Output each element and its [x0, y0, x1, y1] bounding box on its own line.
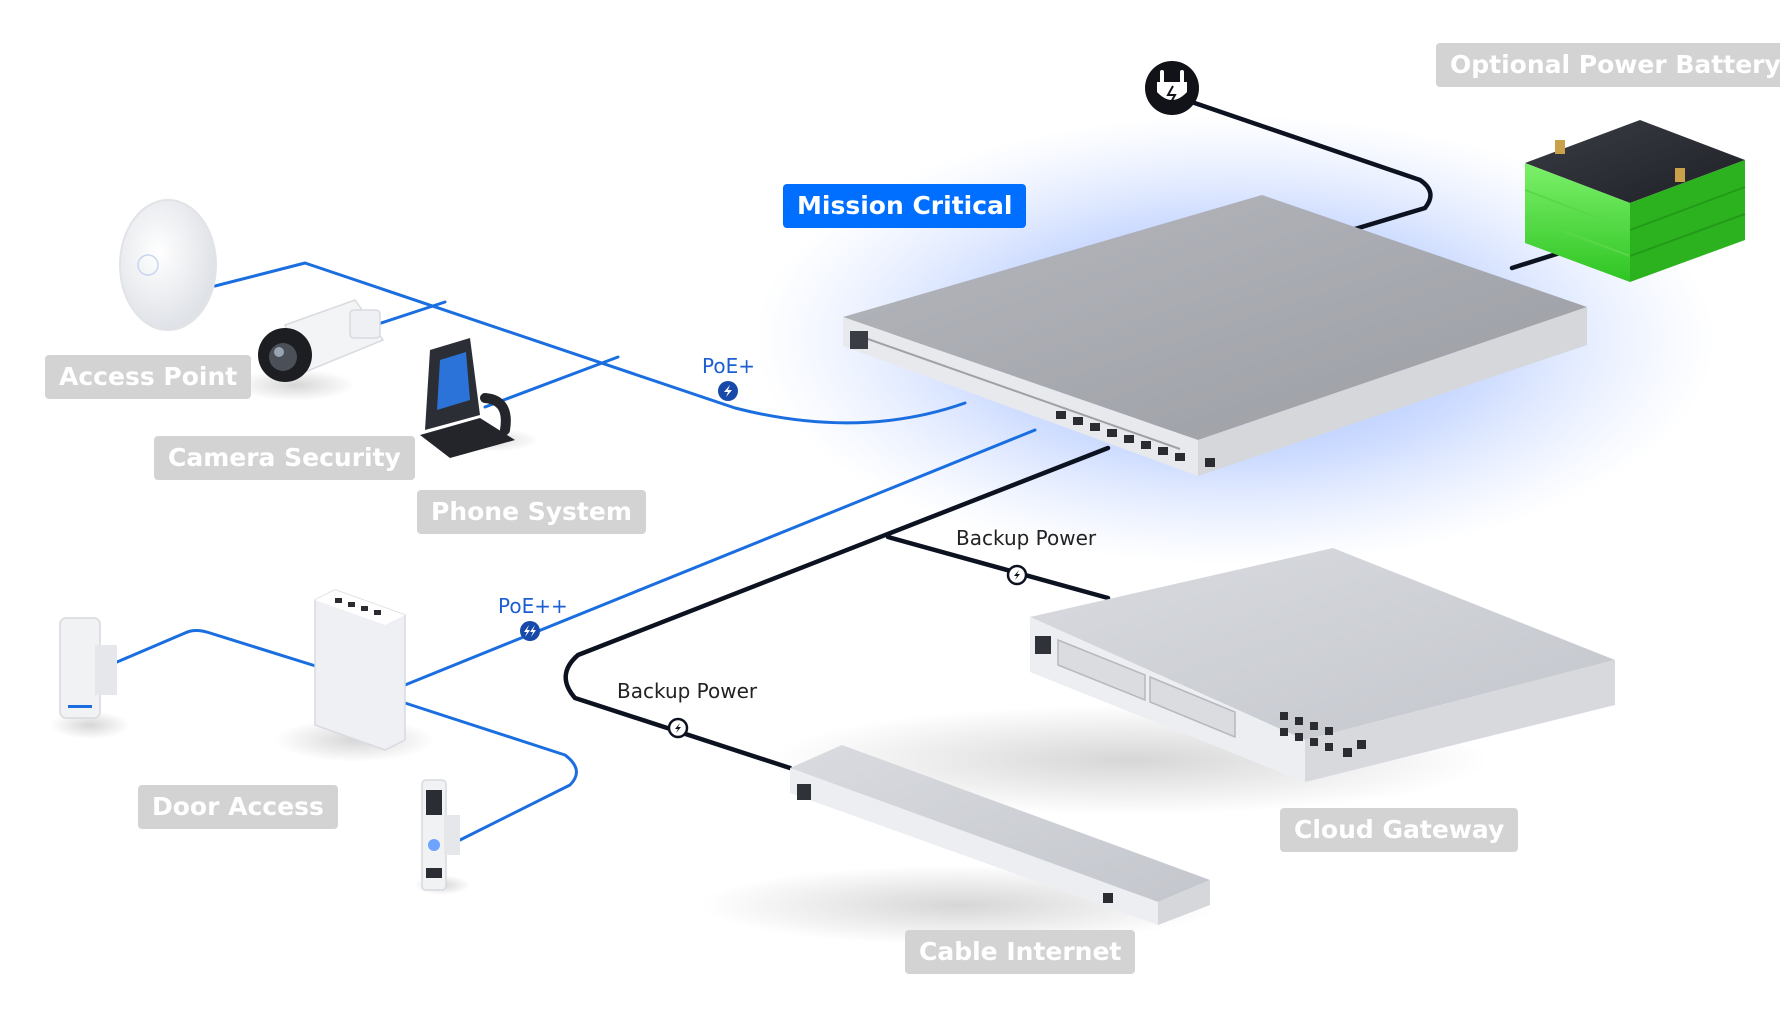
- backup-power-cable-gateway: [885, 534, 1111, 601]
- poe-cable-door-hub: [403, 428, 1037, 687]
- poe-plus-plus-label: PoE++: [498, 594, 568, 618]
- poe-cable-door-sensor: [115, 629, 324, 670]
- phone-system-device: [420, 338, 515, 458]
- power-cable-outlet: [1177, 95, 1433, 235]
- backup-power-label-gateway: Backup Power: [956, 526, 1097, 550]
- door-sensor-device: [59, 617, 117, 719]
- poe-cable-phone: [483, 355, 620, 409]
- lightning-bolt-icon: [667, 717, 689, 739]
- access-point-tag: Access Point: [45, 355, 252, 399]
- poe-cable-access-point: [213, 261, 967, 425]
- poe-cable-camera: [373, 300, 447, 327]
- mission-critical-switch: [843, 195, 1587, 476]
- poe-cable-door-reader: [403, 701, 578, 842]
- door-access-hub-device: [314, 589, 406, 751]
- lightning-bolt-icon: [1006, 564, 1028, 586]
- lightning-bolt-icon: [718, 381, 738, 401]
- backup-power-label-internet: Backup Power: [617, 679, 758, 703]
- lightning-bolt-icon: [520, 621, 540, 641]
- optional-power-battery-tag: Optional Power Battery: [1436, 43, 1780, 87]
- cable-internet-tag: Cable Internet: [905, 930, 1136, 974]
- door-reader-device: [421, 779, 460, 891]
- cloud-gateway-device: [1030, 548, 1615, 782]
- power-battery: [1524, 120, 1746, 282]
- backup-power-cable-internet: [563, 445, 1111, 771]
- access-point-device: [119, 199, 217, 331]
- mission-critical-tag: Mission Critical: [783, 184, 1027, 228]
- power-plug-icon: [1145, 61, 1199, 115]
- camera-security-tag: Camera Security: [154, 436, 415, 480]
- cloud-gateway-tag: Cloud Gateway: [1280, 808, 1519, 852]
- poe-cables: [115, 261, 1037, 842]
- cable-internet-device: [790, 745, 1210, 925]
- door-access-tag: Door Access: [138, 785, 338, 829]
- security-camera-device: [258, 299, 385, 382]
- poe-plus-label: PoE+: [702, 354, 755, 378]
- phone-system-tag: Phone System: [417, 490, 646, 534]
